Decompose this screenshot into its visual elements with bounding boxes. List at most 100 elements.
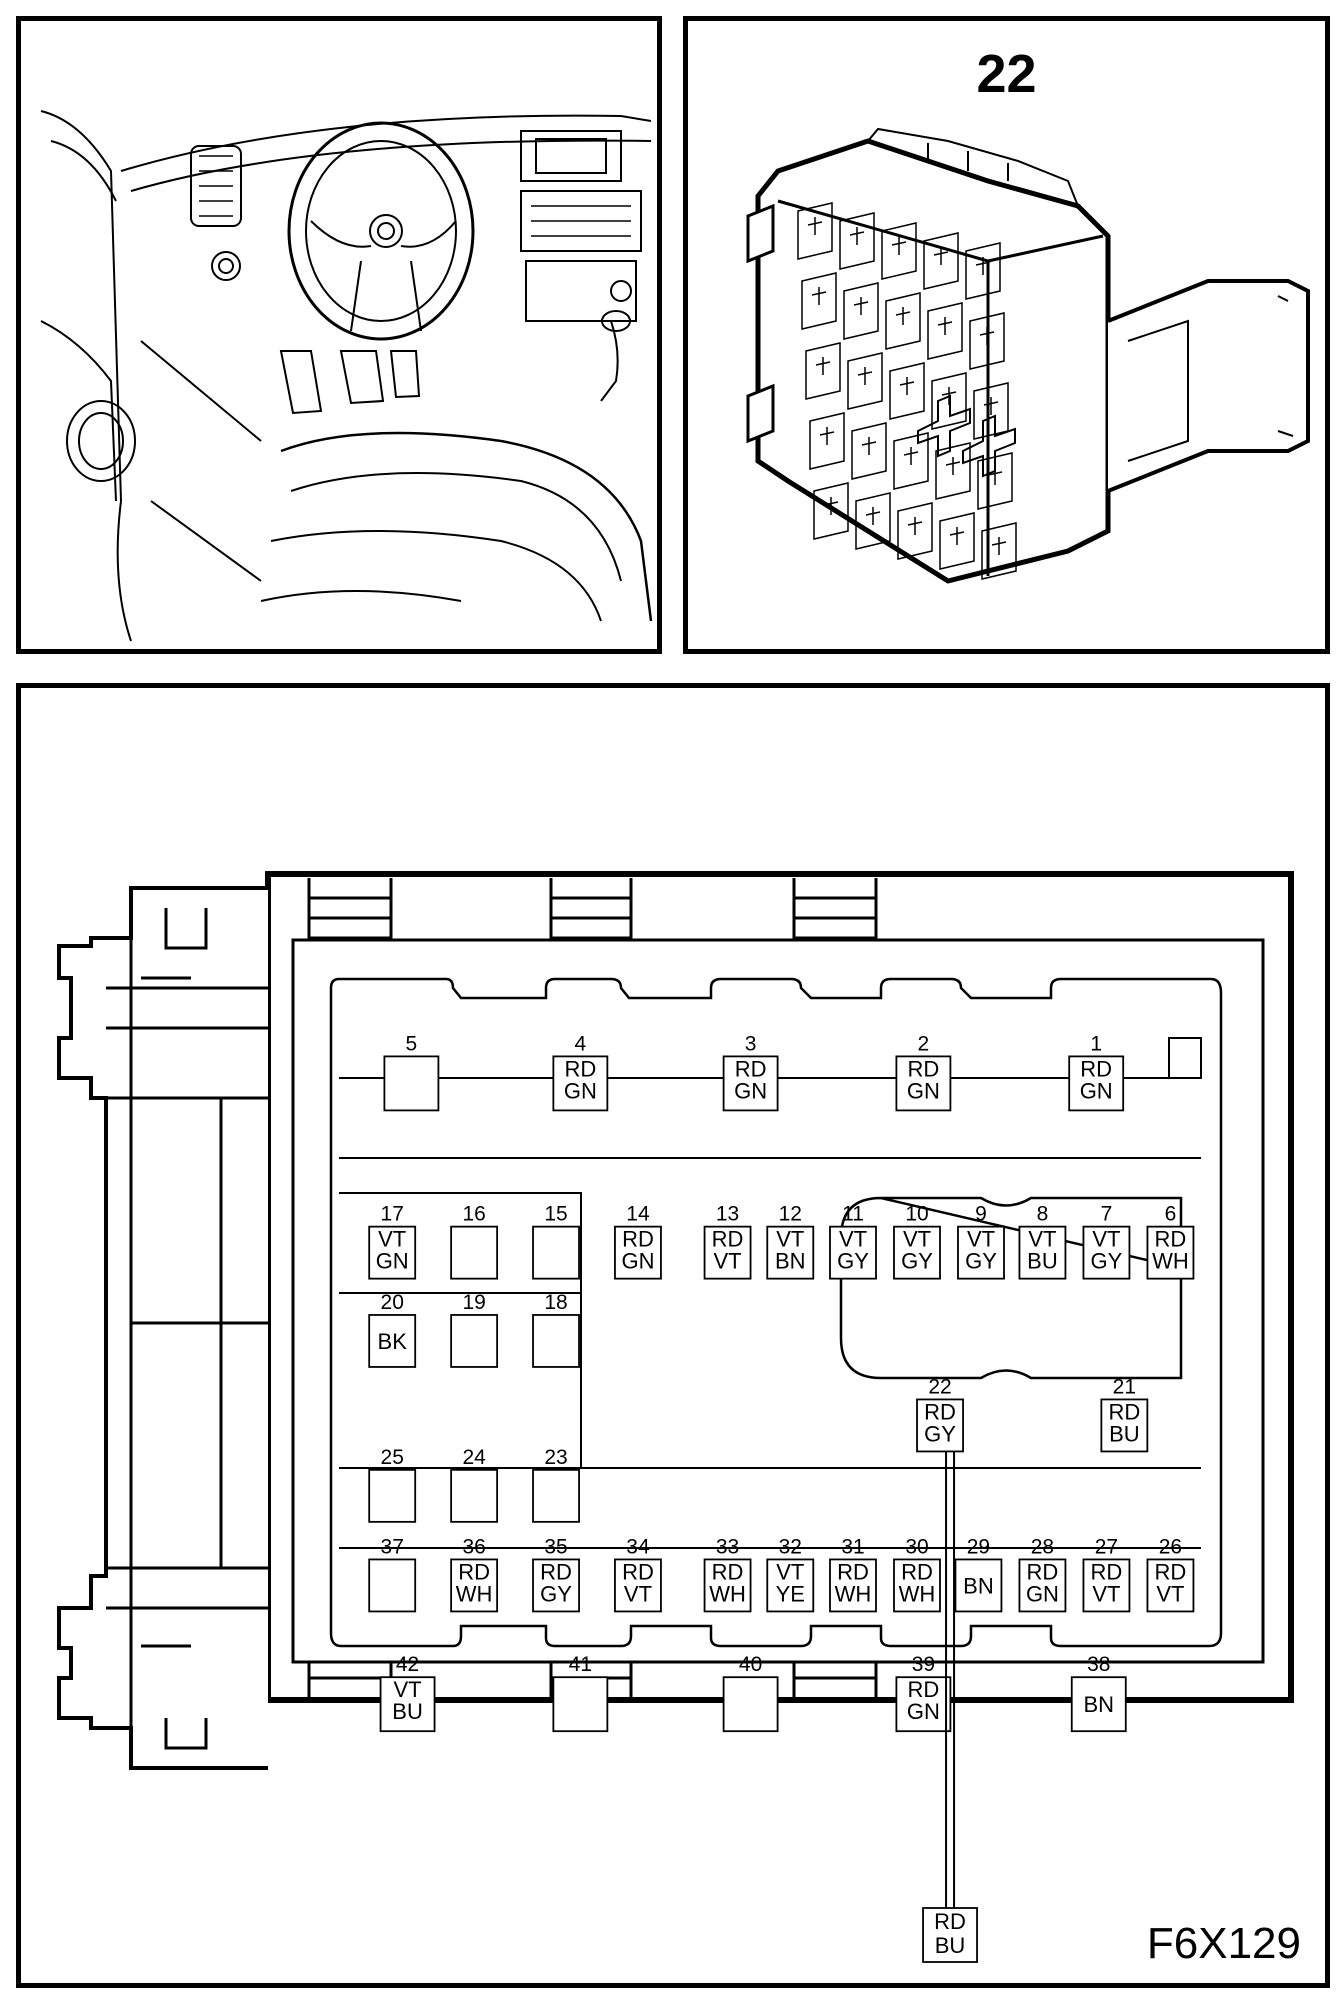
pin-cavity xyxy=(1018,1225,1067,1280)
wire-color-code: RD xyxy=(901,1559,933,1584)
pin-cavity xyxy=(703,1558,752,1613)
branch-wire xyxy=(945,1451,956,1908)
pin-cavity xyxy=(893,1558,941,1613)
cavity-shape xyxy=(805,342,841,400)
wire-color-code: RD xyxy=(564,1056,596,1081)
wire-color-code: VT xyxy=(1092,1227,1120,1252)
pin-16: 16 xyxy=(450,1203,499,1280)
wire-color-code: RD xyxy=(622,1227,654,1252)
wire-color-code: VT xyxy=(839,1227,867,1252)
wire-color-code: WH xyxy=(835,1581,872,1606)
wire-color-code: VT xyxy=(393,1677,421,1702)
pin-19: 19 xyxy=(450,1291,499,1368)
pin-23: 23 xyxy=(532,1446,580,1523)
pin-number: 2 xyxy=(918,1032,930,1055)
wire-color-code: RD xyxy=(458,1559,490,1584)
pin-number: 5 xyxy=(406,1032,418,1055)
pin-cavity xyxy=(1018,1558,1067,1613)
pin-number: 37 xyxy=(381,1535,404,1558)
pin-number: 18 xyxy=(544,1291,567,1314)
wire-color-code: YE xyxy=(776,1581,805,1606)
pin-cavity xyxy=(368,1558,417,1613)
pin-number: 22 xyxy=(928,1375,951,1398)
wire-color-code: GY xyxy=(837,1249,869,1274)
pin-number: 12 xyxy=(779,1203,802,1226)
pin-number: 39 xyxy=(912,1653,935,1676)
wire-color-code: RD xyxy=(622,1559,654,1584)
cavity-shape xyxy=(855,492,891,550)
pin-cavity xyxy=(368,1314,417,1368)
pin-cavity xyxy=(450,1225,499,1280)
wire-color-code: GY xyxy=(965,1249,997,1274)
pin-25: 25 xyxy=(368,1446,417,1523)
pin-cavity xyxy=(450,1468,499,1523)
wire-color-code: VT xyxy=(967,1227,995,1252)
pin-number: 19 xyxy=(462,1291,485,1314)
pin-cavity xyxy=(614,1558,662,1613)
wire-color-code: RD xyxy=(1027,1559,1059,1584)
wire-color-code: BU xyxy=(1109,1421,1140,1446)
wire-color-code: GN xyxy=(1080,1078,1113,1103)
pin-cavity xyxy=(829,1225,877,1280)
wire-color-code: VT xyxy=(903,1227,931,1252)
pin-cavity xyxy=(532,1225,580,1280)
connector-3d-panel: 22 xyxy=(683,16,1330,654)
pin-number: 32 xyxy=(779,1535,802,1558)
cavity-shape xyxy=(797,202,833,260)
cavity-shape xyxy=(813,482,849,540)
pin-number: 30 xyxy=(905,1535,928,1558)
pin-number: 40 xyxy=(739,1653,762,1676)
pin-number: 29 xyxy=(967,1535,990,1558)
pin-number: 6 xyxy=(1165,1203,1177,1226)
pin-number: 35 xyxy=(544,1535,567,1558)
pin-cavity xyxy=(1082,1558,1131,1613)
cavity-shape xyxy=(885,292,921,350)
wire-color-code: RD xyxy=(712,1227,744,1252)
pin-cavity xyxy=(722,1055,779,1112)
pin-cavity xyxy=(1146,1558,1195,1613)
wire-color-code: VT xyxy=(1028,1227,1056,1252)
wire-color-code: RD xyxy=(908,1056,940,1081)
wire-color-code: GN xyxy=(907,1078,940,1103)
figure-code: F6X129 xyxy=(1146,1919,1301,1968)
cavity-shape xyxy=(893,432,929,490)
pin-cavity xyxy=(895,1676,952,1733)
wire-color-code: GY xyxy=(924,1421,956,1446)
wire-color-code: RD xyxy=(908,1677,940,1702)
cavity-shape xyxy=(923,232,959,290)
cavity-shape xyxy=(981,522,1017,580)
pin-cavity xyxy=(1068,1055,1125,1112)
pin-cavity xyxy=(766,1225,815,1280)
wire-color-code: BN xyxy=(775,1249,806,1274)
wire-color-code: RD xyxy=(1080,1056,1112,1081)
pin-cavity xyxy=(916,1398,964,1453)
pin-cavity xyxy=(532,1558,580,1613)
pin-15: 15 xyxy=(532,1203,580,1280)
pin-cavity xyxy=(954,1558,1003,1613)
wire-color-code: RD xyxy=(540,1559,572,1584)
pin-number: 10 xyxy=(905,1203,928,1226)
pin-number: 20 xyxy=(381,1291,404,1314)
wire-color-code: RD xyxy=(924,1399,956,1424)
pin-cavity xyxy=(893,1225,941,1280)
pin-number: 9 xyxy=(975,1203,987,1226)
pin-number: 1 xyxy=(1090,1032,1102,1055)
wire-color-code: GN xyxy=(621,1249,654,1274)
pin-number: 28 xyxy=(1031,1535,1054,1558)
branch-color-code: BU xyxy=(935,1933,966,1958)
pin-number: 14 xyxy=(626,1203,650,1226)
pin-number: 8 xyxy=(1037,1203,1049,1226)
